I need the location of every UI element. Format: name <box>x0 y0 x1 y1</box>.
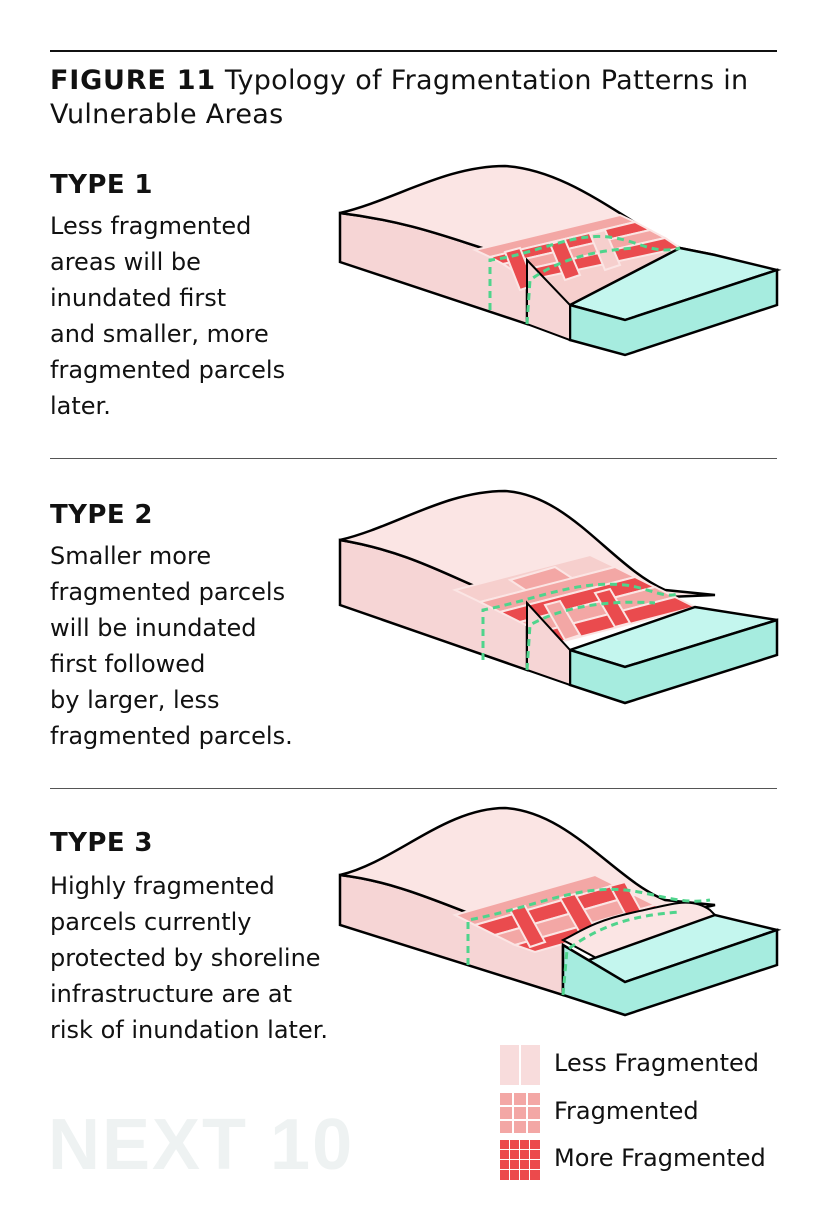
section-divider <box>50 788 777 789</box>
type-2-description: Smaller more fragmented parcels will be … <box>50 542 293 750</box>
figure-number: FIGURE 11 <box>50 65 216 96</box>
inundation-line <box>481 582 681 671</box>
type-1-terrain-diagram <box>338 164 782 357</box>
type-1-description: Less fragmented areas will be inundated … <box>50 212 286 420</box>
type-2-heading: TYPE 2 <box>50 500 153 530</box>
brand-watermark: NEXT 10 <box>48 1105 355 1185</box>
more-fragmented-swatch-icon <box>500 1140 540 1180</box>
figure-title: FIGURE 11 Typology of Fragmentation Patt… <box>50 64 777 132</box>
type-3-heading: TYPE 3 <box>50 828 153 858</box>
section-divider <box>50 458 777 459</box>
inundation-line <box>466 887 711 996</box>
fragmented-swatch-icon <box>500 1093 540 1133</box>
less-fragmented-swatch-icon <box>500 1045 540 1085</box>
type-2-terrain-diagram <box>338 489 779 705</box>
legend-label: Fragmented <box>554 1097 699 1125</box>
legend-label: More Fragmented <box>554 1144 766 1172</box>
inundation-line <box>488 235 681 325</box>
type-1-heading: TYPE 1 <box>50 170 153 200</box>
legend-label: Less Fragmented <box>554 1049 759 1077</box>
seawall-ridge <box>560 901 717 962</box>
type-3-description: Highly fragmented parcels currently prot… <box>50 872 329 1044</box>
figure-title-text: Typology of Fragmentation Patterns in Vu… <box>50 65 749 130</box>
top-rule <box>50 50 777 52</box>
shore-face <box>526 600 571 687</box>
type-3-terrain-diagram <box>338 806 782 1017</box>
shore-face <box>526 257 571 342</box>
